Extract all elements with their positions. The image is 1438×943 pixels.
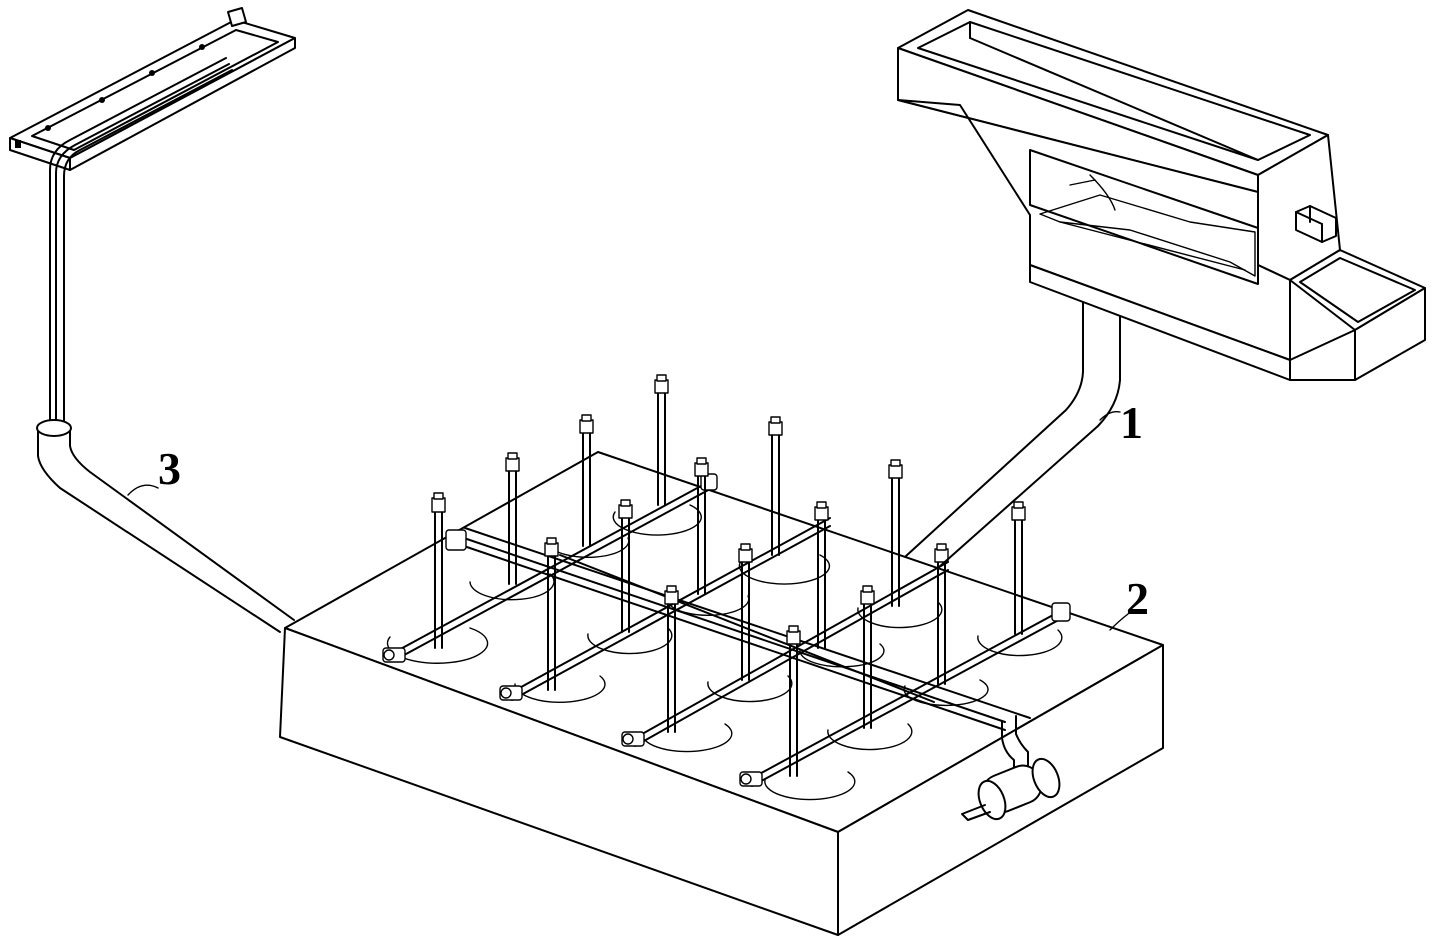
outlet-assembly [961,715,1061,821]
pipe-3-assembly: 3 [9,7,296,633]
label-part-1: 1 [1120,397,1143,448]
tank-2: 2 [279,374,1164,936]
wall-bracket [9,7,296,171]
pipe-1-assembly: 1 [905,284,1143,569]
label-part-3: 3 [158,443,181,494]
cross-bars [394,479,1067,787]
hopper-trough [897,9,1426,381]
label-part-2: 2 [1126,573,1149,624]
bar-clamps [382,473,1071,787]
vertical-rods [431,374,1026,777]
